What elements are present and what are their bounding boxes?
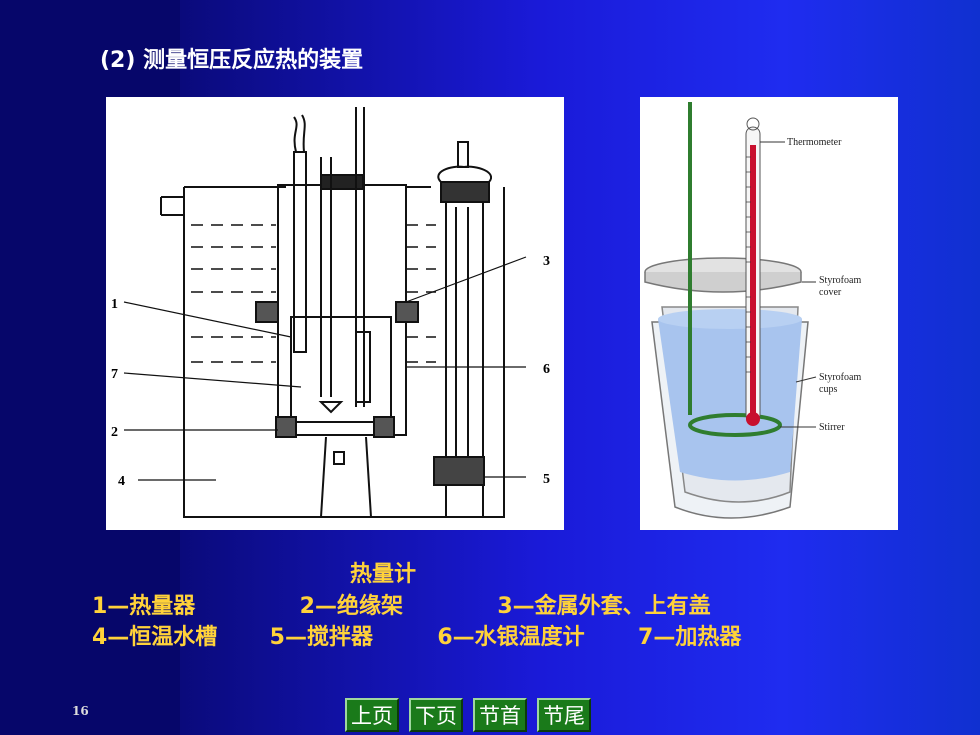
leader-3 (405, 256, 527, 303)
label-2: 2 (111, 425, 118, 440)
section-start-button[interactable]: 节首 (473, 698, 527, 732)
stirrer-label: Stirrer (819, 422, 845, 433)
cups-label-1: Styrofoam (819, 372, 861, 383)
cover-label-1: Styrofoam (819, 275, 861, 286)
page-number: 16 (72, 704, 89, 718)
cover-label-2: cover (819, 287, 842, 298)
mercury-column (750, 145, 756, 415)
label-4: 4 (118, 474, 125, 489)
calorimeter-svg: 1 2 3 4 5 6 7 (111, 107, 550, 518)
caption-item: 4—恒温水槽 (92, 625, 218, 650)
label-7: 7 (111, 367, 118, 382)
label-6: 6 (543, 362, 550, 377)
label-1: 1 (111, 297, 118, 312)
section-end-button[interactable]: 节尾 (537, 698, 591, 732)
label-3: 3 (543, 254, 550, 269)
caption-item: 2—绝缘架 (299, 594, 403, 619)
water (658, 310, 802, 481)
caption-title: 热量计 (350, 562, 417, 587)
caption-item: 5—搅拌器 (269, 625, 373, 650)
water-tank-outline (183, 187, 505, 518)
caption-item: 7—加热器 (638, 625, 742, 650)
leader-1 (123, 301, 292, 338)
caption-item: 1—热量器 (92, 594, 196, 619)
calorimeter-diagram: 1 2 3 4 5 6 7 (106, 97, 564, 530)
caption-row-2: 4—恒温水槽 5—搅拌器 6—水银温度计 7—加热器 (92, 619, 741, 651)
caption-item: 3—金属外套、上有盖 (497, 594, 711, 619)
stirrer-ring (688, 413, 782, 437)
calorimeter-vessel (290, 316, 392, 423)
leader-7 (123, 372, 302, 388)
coffee-cup-svg: Thermometer Styrofoam cover Styrofoam cu… (644, 102, 861, 519)
next-page-button[interactable]: 下页 (409, 698, 463, 732)
cups-label-2: cups (819, 384, 837, 395)
caption-row-1: 1—热量器 2—绝缘架 3—金属外套、上有盖 (92, 588, 711, 620)
prev-page-button[interactable]: 上页 (345, 698, 399, 732)
coffee-cup-diagram: Thermometer Styrofoam cover Styrofoam cu… (640, 97, 898, 530)
caption-item: 6—水银温度计 (437, 625, 585, 650)
thermometer-label: Thermometer (787, 137, 842, 148)
label-5: 5 (543, 472, 550, 487)
metal-jacket (277, 184, 407, 436)
navigation-bar: 上页 下页 节首 节尾 (345, 698, 591, 732)
slide-title: (2) 测量恒压反应热的装置 (100, 48, 364, 73)
